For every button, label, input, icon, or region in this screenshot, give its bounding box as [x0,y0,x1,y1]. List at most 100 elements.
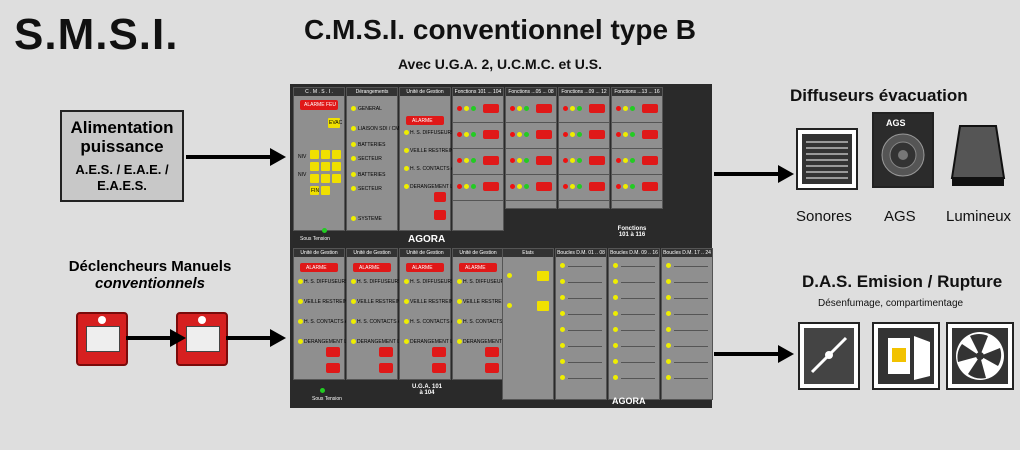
row-divider [674,314,708,315]
key-fin[interactable] [310,186,319,195]
command-button[interactable] [536,156,552,165]
key-9[interactable] [332,174,341,183]
status-button[interactable] [537,301,549,311]
led [298,319,303,324]
silence-button[interactable] [432,347,446,357]
command-button[interactable] [589,130,605,139]
status-button[interactable] [537,271,549,281]
key-8[interactable] [321,174,330,183]
contacts-label: H. S. CONTACTS AUXILIAIRES [357,319,429,325]
key-4[interactable] [310,162,319,171]
key-6[interactable] [332,162,341,171]
led [351,186,356,191]
column-header: Etats [503,249,553,257]
silence-button[interactable] [434,192,446,202]
column-header: Fonctions ...05 ... 08 [506,88,556,96]
column-header: Unité de Gestion d'Alarme [400,88,450,96]
led [457,299,462,304]
alarm-fire-button[interactable] [300,100,338,110]
command-button[interactable] [642,156,658,165]
led [404,148,409,153]
alarm-label: ALARME [306,265,327,271]
key-1[interactable] [310,150,319,159]
command-button[interactable] [483,156,499,165]
led [517,158,522,163]
row-divider [568,298,602,299]
power-supply-types: A.E.S. / E.A.E. / E.A.E.S. [75,162,169,193]
command-button[interactable] [483,104,499,113]
reset-button[interactable] [326,363,340,373]
column-header: Boucles D.M. 09 .. 16 [609,249,659,257]
column-header: Unité de Gestion d'Alarme [400,249,450,257]
led [404,130,409,135]
alarm-button[interactable] [353,263,391,272]
row-divider [674,346,708,347]
led [570,106,575,111]
key-3[interactable] [332,150,341,159]
led [666,343,671,348]
led [613,359,618,364]
command-button[interactable] [589,104,605,113]
function-column: Fonctions ...13 ... 16 [611,87,663,209]
power-supply-title: Alimentation puissance [70,118,174,156]
nv-label-1: NIV [298,154,307,160]
row-divider [506,174,556,175]
silence-button[interactable] [326,347,340,357]
reset-button[interactable] [379,363,393,373]
row-divider [621,282,655,283]
led [630,106,635,111]
row-divider [621,362,655,363]
led [471,132,476,137]
reset-button[interactable] [432,363,446,373]
row-divider [453,200,503,201]
alarm-button[interactable] [406,116,444,125]
das-arrow [714,345,794,363]
led [464,106,469,111]
command-button[interactable] [642,130,658,139]
command-button[interactable] [642,182,658,191]
row-divider [612,122,662,123]
command-button[interactable] [589,182,605,191]
veille-label: VEILLE RESTREINTE [304,299,355,305]
alarm-button[interactable] [459,263,497,272]
derangement-label: DERANGEMENT LIAISON [304,339,364,345]
power-supply-box: Alimentation puissance A.E.S. / E.A.E. /… [60,110,184,202]
led [457,279,462,284]
led [351,106,356,111]
command-button[interactable] [642,104,658,113]
led [517,132,522,137]
led [630,132,635,137]
led [616,158,621,163]
key-0[interactable] [321,186,330,195]
silence-button[interactable] [485,347,499,357]
silence-button[interactable] [379,347,393,357]
led [351,279,356,284]
evac-button[interactable] [328,118,340,128]
alarm-button[interactable] [300,263,338,272]
led [616,132,621,137]
key-5[interactable] [321,162,330,171]
led [560,359,565,364]
veille-label: VEILLE RESTREINTE [410,299,461,305]
contacts-label: H. S. CONTACTS AUXILIAIRES [410,319,482,325]
row-divider [621,346,655,347]
command-button[interactable] [483,182,499,191]
command-button[interactable] [483,130,499,139]
led [510,106,515,111]
key-7[interactable] [310,174,319,183]
command-button[interactable] [536,130,552,139]
led [623,106,628,111]
command-button[interactable] [536,182,552,191]
reset-button[interactable] [485,363,499,373]
led [471,184,476,189]
led [524,106,529,111]
das-subtitle: Désenfumage, compartimentage [818,298,964,309]
row-divider [621,314,655,315]
alarm-button[interactable] [406,263,444,272]
led [560,327,565,332]
command-button[interactable] [589,156,605,165]
key-2[interactable] [321,150,330,159]
diffuseurs-label: H. S. DIFFUSEURS SONORES [304,279,375,285]
reset-button[interactable] [434,210,446,220]
command-button[interactable] [536,104,552,113]
